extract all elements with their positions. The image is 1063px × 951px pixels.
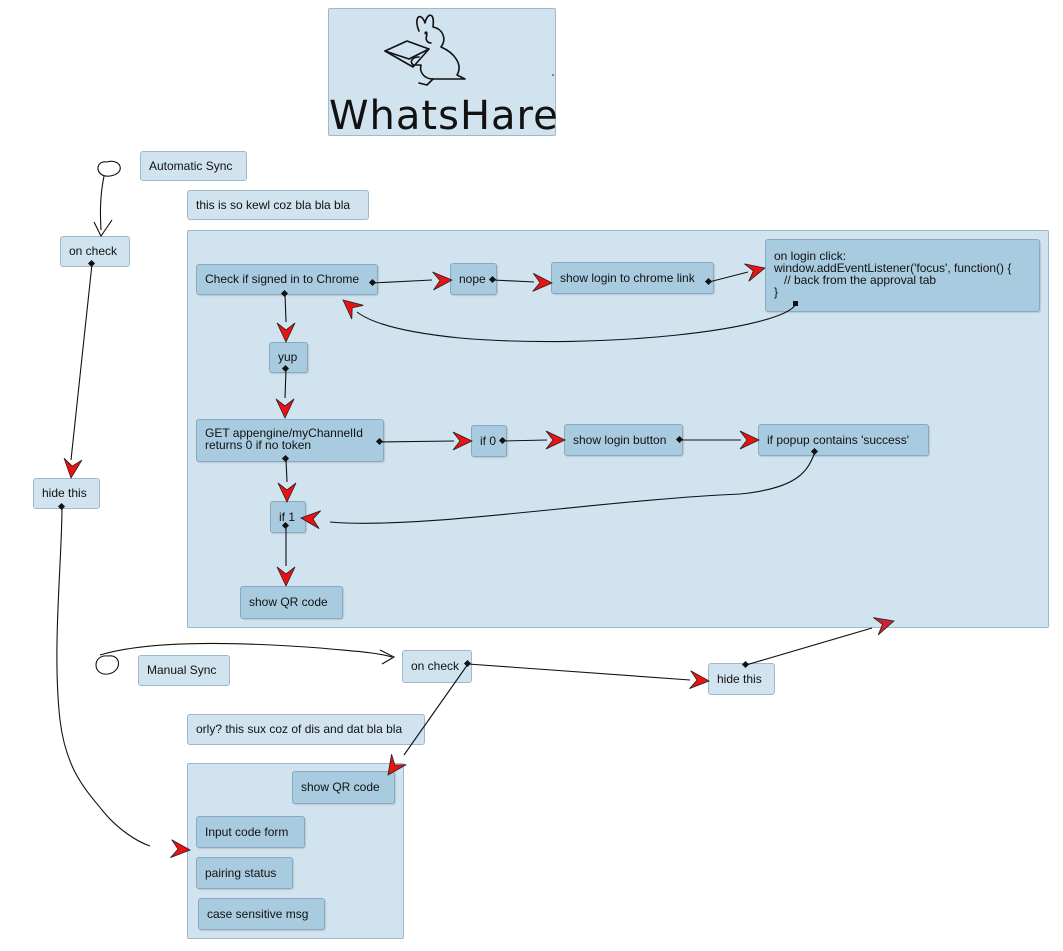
nope-node: nope [450,263,497,295]
edge-mhide-panel [745,627,873,666]
hare-with-envelope-icon [384,14,554,86]
yup-node: yup [269,342,308,373]
manual-start-loop [95,655,120,675]
edge-moncheck-hide [467,663,691,681]
on-login-click-line-4: } [774,285,779,299]
get-channel-node: GET appengine/myChannelId returns 0 if n… [196,419,384,462]
on-login-click-node: on login click: window.addEventListener(… [765,239,1040,312]
automatic-hide-this[interactable]: hide this [33,478,100,509]
automatic-on-check[interactable]: on check [60,236,130,267]
show-qr-auto-node: show QR code [240,586,343,619]
auto-start-loop [97,160,121,231]
manual-on-check[interactable]: on check [402,650,472,683]
get-channel-line-2: returns 0 if no token [205,438,312,452]
logo-wordmark: WhatsHare [329,93,559,139]
if-1-node: if 1 [270,501,306,533]
manual-sync-note: orly? this sux coz of dis and dat bla bl… [187,714,425,745]
auto-start-hook [93,219,113,238]
pairing-status-node: pairing status [196,857,293,889]
on-login-click-line-1: on login click: [774,249,847,263]
automatic-sync-note: this is so kewl coz bla bla bla [187,190,369,220]
show-login-link-node: show login to chrome link [551,262,714,294]
on-login-click-line-3: // back from the approval tab [774,273,937,287]
edge-oncheck-hide [70,263,93,461]
if-0-node: if 0 [471,425,507,457]
on-login-click-line-2: window.addEventListener('focus', functio… [774,261,1012,275]
get-channel-line-1: GET appengine/myChannelId [205,426,363,440]
if-popup-success-node: if popup contains 'success' [758,424,929,456]
check-signed-in-node: Check if signed in to Chrome [196,264,378,295]
manual-sync-label: Manual Sync [138,655,230,686]
manual-hide-this[interactable]: hide this [708,663,775,695]
whatshare-logo: WhatsHare [328,8,559,139]
automatic-sync-label: Automatic Sync [140,151,247,181]
show-qr-manual-node: show QR code [292,771,395,804]
manual-start-hook [379,649,396,665]
case-sensitive-msg-node: case sensitive msg [198,898,325,930]
show-login-button-node: show login button [564,424,683,456]
input-code-form-node: Input code form [196,816,305,848]
edge-hide-inputform [56,506,151,847]
